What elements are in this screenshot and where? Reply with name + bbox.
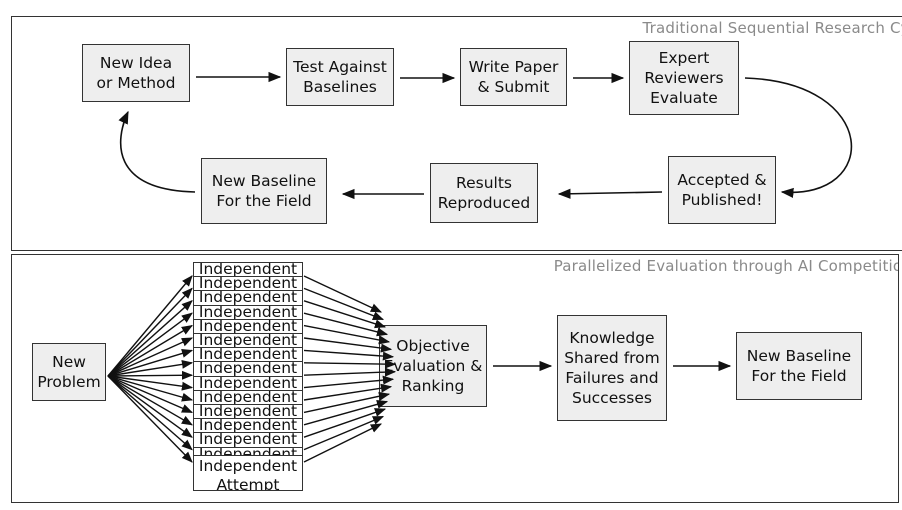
new-problem-node: New Problem xyxy=(32,343,106,401)
panel-title: Traditional Sequential Research Cycle xyxy=(642,19,902,37)
knowledge-shared-node: Knowledge Shared from Failures and Succe… xyxy=(557,315,667,421)
new-baseline-node: New Baseline For the Field xyxy=(201,158,327,224)
results-reproduced-node: Results Reproduced xyxy=(430,163,538,223)
panel-title: Parallelized Evaluation through AI Compe… xyxy=(553,257,899,275)
expert-reviewers-node: Expert Reviewers Evaluate xyxy=(629,41,739,115)
new-idea-node: New Idea or Method xyxy=(82,44,190,102)
accepted-published-node: Accepted & Published! xyxy=(668,156,776,224)
write-paper-node: Write Paper & Submit xyxy=(460,48,567,106)
new-baseline-node: New Baseline For the Field xyxy=(736,332,862,400)
independent-attempt-card: Independent Attempt xyxy=(193,455,303,491)
objective-evaluation-node: Objective Evaluation & Ranking xyxy=(379,325,487,407)
test-baselines-node: Test Against Baselines xyxy=(286,48,394,106)
